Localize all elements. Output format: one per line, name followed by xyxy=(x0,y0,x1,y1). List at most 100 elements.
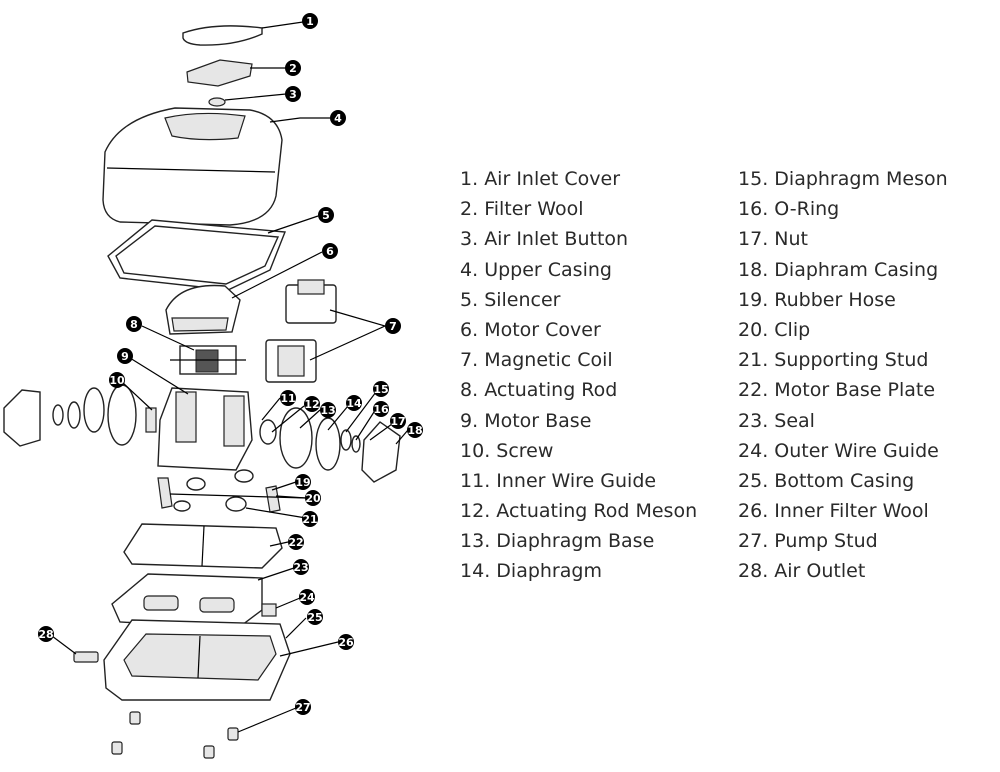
callout-20: 20 xyxy=(305,490,321,506)
callout-number: 17 xyxy=(390,415,405,428)
bottom-casing-drawing xyxy=(103,619,291,701)
callout-number: 2 xyxy=(289,62,297,75)
callout-25: 25 xyxy=(307,609,323,625)
callout-number: 5 xyxy=(322,209,330,222)
callout-number: 19 xyxy=(295,476,310,489)
callout-19: 19 xyxy=(295,474,311,490)
callout-number: 3 xyxy=(289,88,297,101)
actuating-rod-drawing xyxy=(170,345,246,375)
magnetic-coil-drawing xyxy=(265,279,337,383)
air-outlet-drawing xyxy=(73,651,99,663)
callout-17: 17 xyxy=(390,413,406,429)
parts-legend: 1. Air Inlet Cover 2. Filter Wool 3. Air… xyxy=(460,164,990,587)
callout-27: 27 xyxy=(295,699,311,715)
exploded-view-diagram: 1 2 3 4 5 6 7 8 9 10 11 12 13 14 15 16 1… xyxy=(3,13,423,759)
seal-drawing xyxy=(111,573,263,629)
callout-4: 4 xyxy=(330,110,346,126)
callout-16: 16 xyxy=(373,401,389,417)
callout-11: 11 xyxy=(280,390,296,406)
legend-item: 20. Clip xyxy=(738,318,811,341)
legend-item: 26. Inner Filter Wool xyxy=(738,500,929,523)
callout-12: 12 xyxy=(304,396,320,412)
callout-number: 13 xyxy=(320,404,335,417)
filter-wool-drawing xyxy=(186,59,253,87)
legend-item: 15. Diaphragm Meson xyxy=(738,168,948,190)
callout-1: 1 xyxy=(302,13,318,29)
legend-item: 16. O-Ring xyxy=(738,198,840,221)
legend-item: 11. Inner Wire Guide xyxy=(460,469,657,492)
callout-21: 21 xyxy=(302,511,318,527)
callout-10: 10 xyxy=(109,372,125,388)
outer-wire-guide-drawing xyxy=(261,603,277,617)
legend-item: 19. Rubber Hose xyxy=(738,288,896,311)
motor-base-plate-drawing xyxy=(123,523,283,569)
callout-22: 22 xyxy=(288,534,304,550)
callout-15: 15 xyxy=(373,381,389,397)
callout-number: 20 xyxy=(305,492,321,505)
callout-number: 18 xyxy=(407,424,422,437)
legend-item: 9. Motor Base xyxy=(460,409,592,432)
upper-casing-drawing xyxy=(102,107,283,226)
callout-number: 25 xyxy=(307,611,322,624)
callout-23: 23 xyxy=(293,559,309,575)
legend-item: 1. Air Inlet Cover xyxy=(460,168,621,190)
legend-item: 27. Pump Stud xyxy=(738,530,878,553)
callout-6: 6 xyxy=(322,243,338,259)
motor-cover-drawing xyxy=(165,284,241,335)
callout-number: 12 xyxy=(304,398,319,411)
callout-number: 4 xyxy=(334,112,342,125)
callout-number: 16 xyxy=(373,403,389,416)
callout-number: 27 xyxy=(295,701,310,714)
legend-column-left: 1. Air Inlet Cover 2. Filter Wool 3. Air… xyxy=(460,164,738,587)
callout-14: 14 xyxy=(346,395,362,411)
callout-number: 22 xyxy=(288,536,303,549)
callout-number: 26 xyxy=(338,636,354,649)
legend-item: 7. Magnetic Coil xyxy=(460,349,613,372)
callout-number: 10 xyxy=(109,374,125,387)
callout-number: 14 xyxy=(346,397,362,410)
left-diaphragm-assembly-drawing xyxy=(3,384,157,447)
callout-18: 18 xyxy=(407,422,423,438)
legend-item: 12. Actuating Rod Meson xyxy=(460,500,698,523)
legend-item: 4. Upper Casing xyxy=(460,258,612,281)
callout-9: 9 xyxy=(117,348,133,364)
motor-base-drawing xyxy=(157,387,253,471)
callout-number: 8 xyxy=(130,318,138,331)
legend-item: 17. Nut xyxy=(738,228,808,251)
callout-number: 23 xyxy=(293,561,308,574)
callout-8: 8 xyxy=(126,316,142,332)
legend-item: 5. Silencer xyxy=(460,288,561,311)
legend-item: 13. Diaphragm Base xyxy=(460,530,655,553)
right-diaphragm-assembly-drawing xyxy=(259,407,401,483)
air-inlet-cover-drawing xyxy=(182,25,263,46)
callout-28: 28 xyxy=(38,626,54,642)
legend-item: 24. Outer Wire Guide xyxy=(738,439,939,462)
legend-item: 10. Screw xyxy=(460,439,554,462)
legend-item: 6. Motor Cover xyxy=(460,318,601,341)
hose-and-stud-drawing xyxy=(157,469,281,513)
callout-number: 7 xyxy=(389,320,397,333)
legend-item: 23. Seal xyxy=(738,409,815,432)
callout-5: 5 xyxy=(318,207,334,223)
callout-13: 13 xyxy=(320,402,336,418)
legend-item: 14. Diaphragm xyxy=(460,560,602,583)
silencer-drawing xyxy=(107,219,286,291)
callout-7: 7 xyxy=(385,318,401,334)
callout-3: 3 xyxy=(285,86,301,102)
callout-26: 26 xyxy=(338,634,354,650)
legend-item: 2. Filter Wool xyxy=(460,198,584,221)
leader-lines xyxy=(51,21,409,733)
callout-number: 9 xyxy=(121,350,129,363)
legend-item: 18. Diaphram Casing xyxy=(738,258,939,281)
callout-number: 1 xyxy=(306,15,314,28)
callout-24: 24 xyxy=(299,589,315,605)
callout-number: 28 xyxy=(38,628,53,641)
legend-item: 8. Actuating Rod xyxy=(460,379,618,402)
callout-number: 11 xyxy=(280,392,295,405)
legend-item: 3. Air Inlet Button xyxy=(460,228,629,251)
legend-item: 25. Bottom Casing xyxy=(738,469,915,492)
pump-stud-drawing xyxy=(111,711,239,759)
air-inlet-button-drawing xyxy=(208,97,226,107)
legend-item: 22. Motor Base Plate xyxy=(738,379,936,402)
legend-item: 21. Supporting Stud xyxy=(738,349,929,372)
